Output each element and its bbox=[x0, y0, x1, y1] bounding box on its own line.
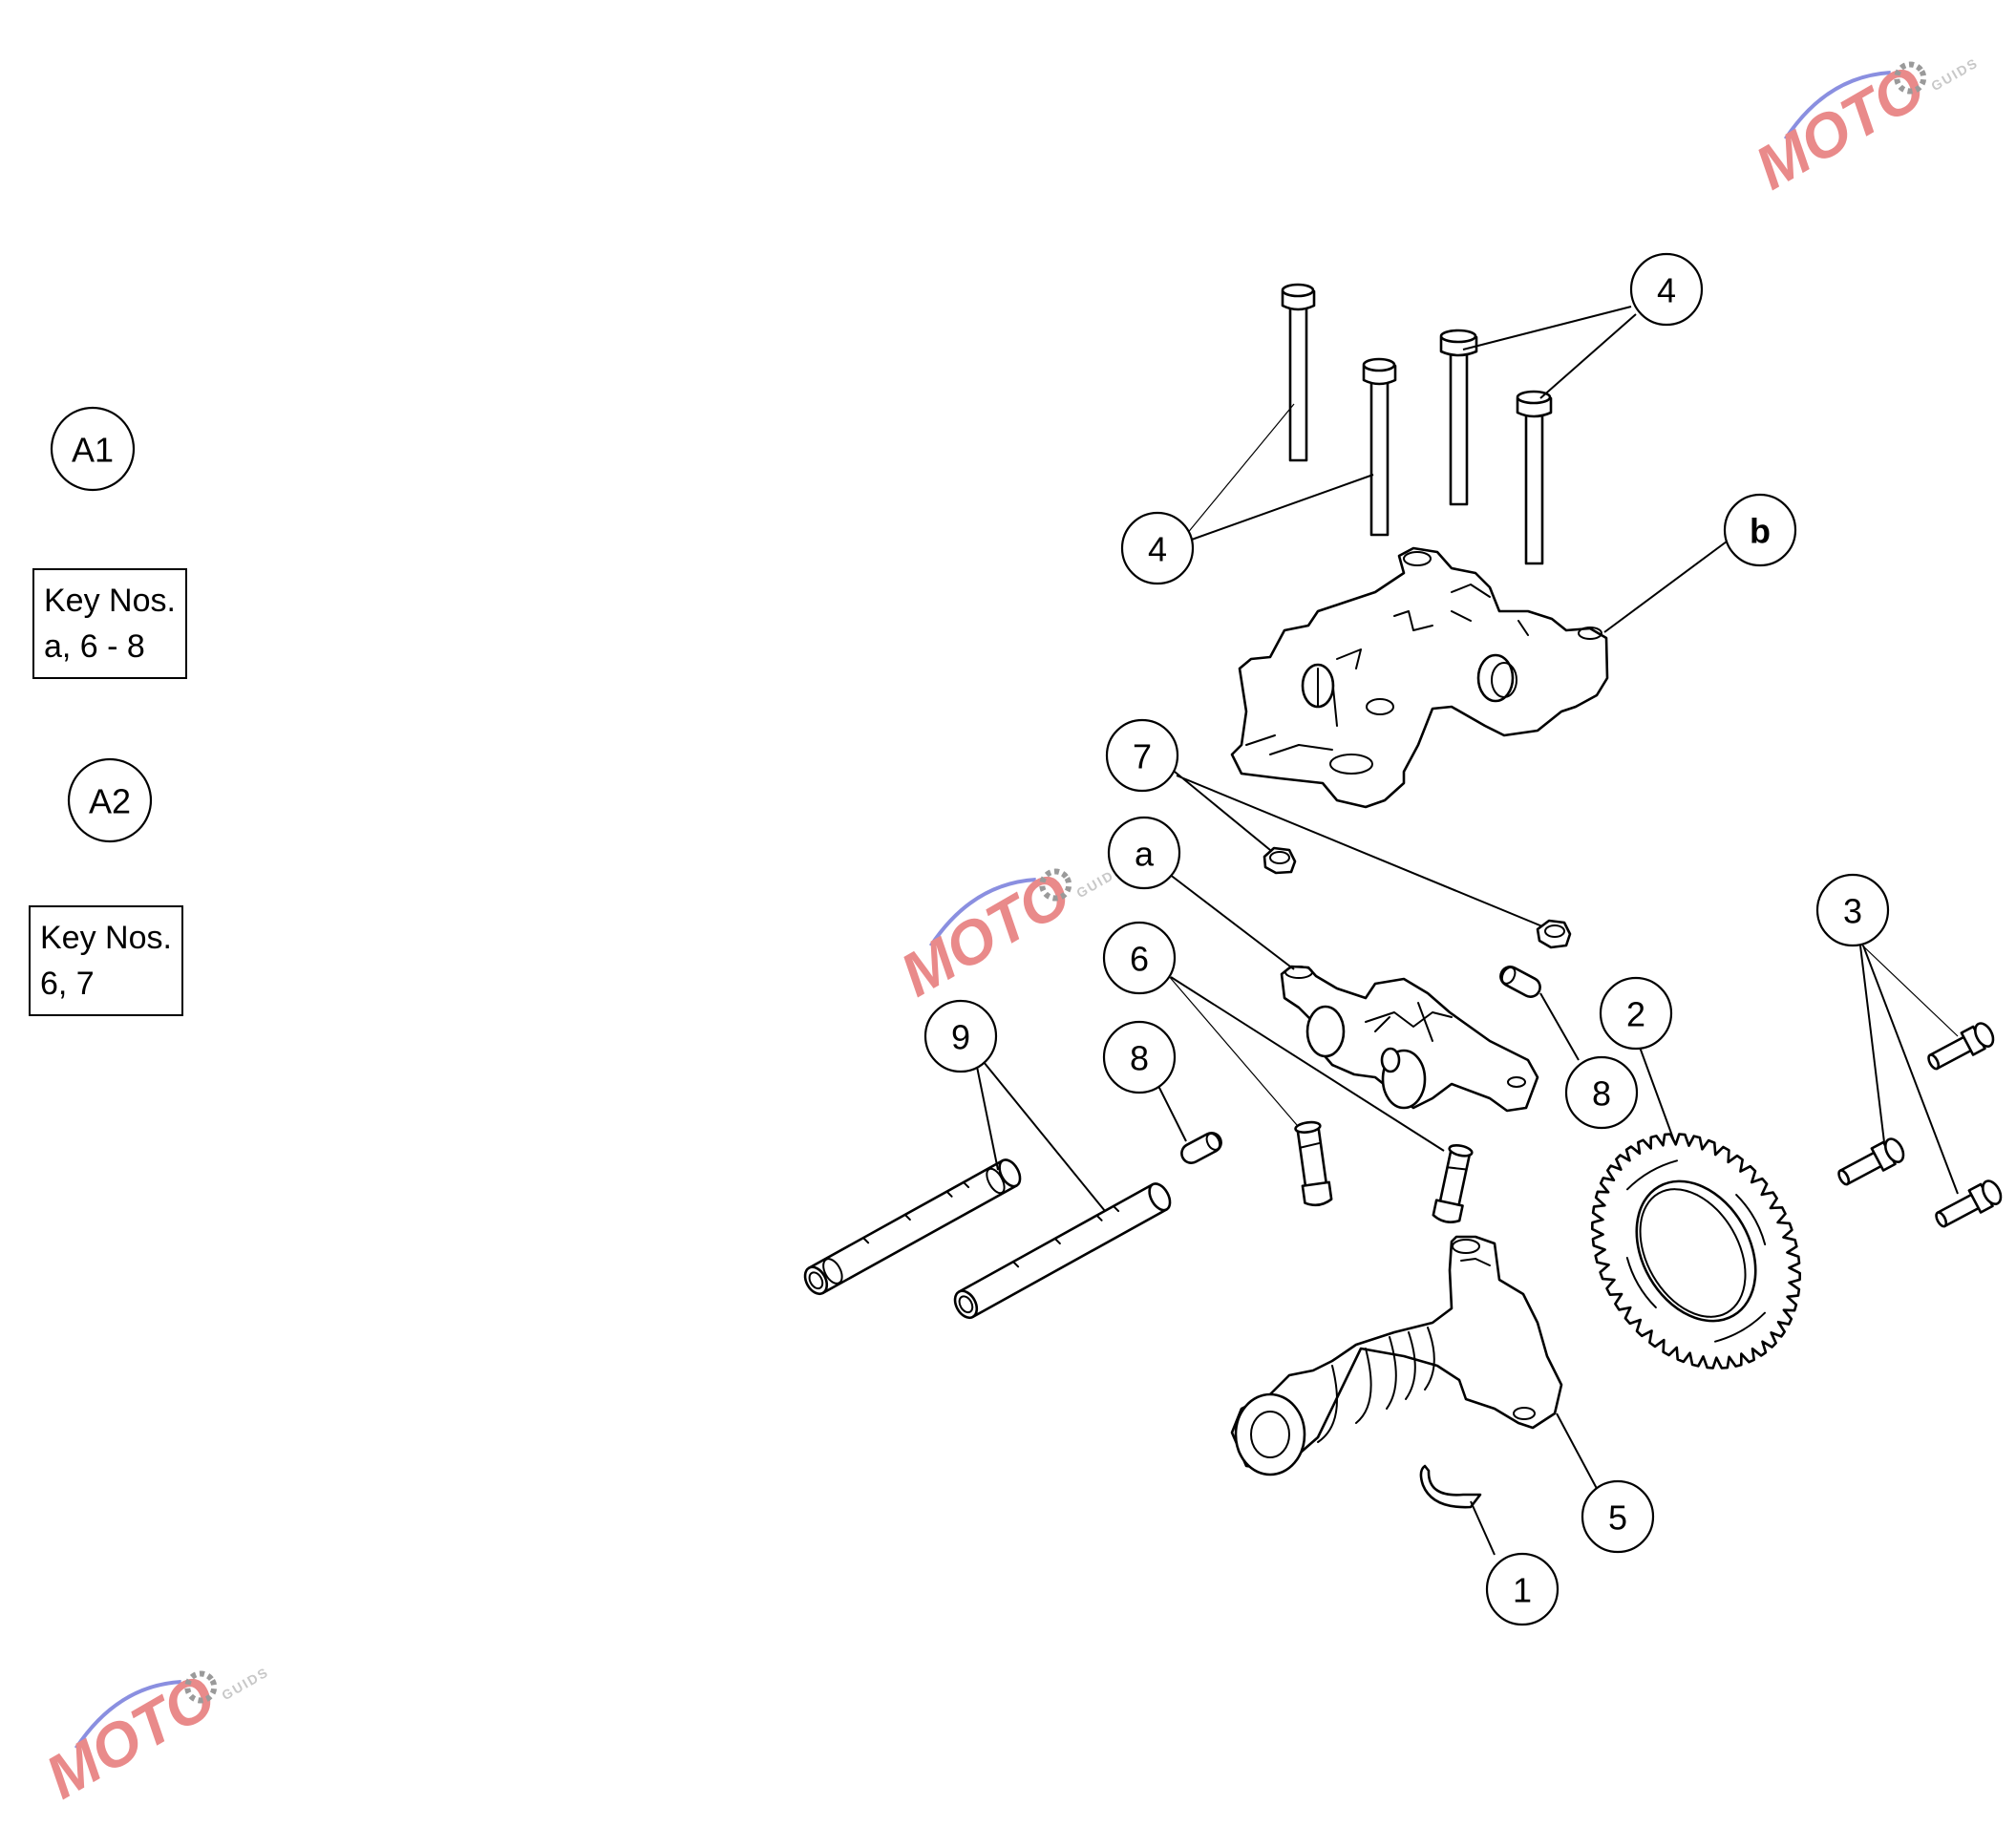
rocker-shaft-1 bbox=[803, 1158, 1022, 1296]
callout-1-text: 1 bbox=[1513, 1571, 1532, 1610]
watermark-logo-center: MOTO GUIDS bbox=[889, 859, 1126, 1009]
callout-5: 5 bbox=[1581, 1479, 1655, 1554]
callout-6: 6 bbox=[1102, 921, 1177, 995]
circlip bbox=[1419, 1464, 1482, 1509]
callout-4-left: 4 bbox=[1120, 511, 1195, 585]
key-box-a1-line2: a, 6 - 8 bbox=[44, 628, 145, 665]
callout-7-text: 7 bbox=[1133, 737, 1152, 776]
key-box-a2-line1: Key Nos. bbox=[40, 920, 172, 956]
nut-2 bbox=[1536, 919, 1572, 949]
pivot-pin-2 bbox=[1432, 1143, 1474, 1223]
rocker-arm bbox=[1280, 965, 1539, 1113]
callout-2-text: 2 bbox=[1626, 995, 1645, 1034]
watermark-logo-text: MOTO bbox=[1744, 52, 1936, 202]
watermark-sub-text: GUIDS bbox=[1928, 54, 1981, 94]
callout-9-text: 9 bbox=[951, 1018, 970, 1057]
callout-8-right-text: 8 bbox=[1592, 1074, 1611, 1114]
callout-8-left-text: 8 bbox=[1130, 1039, 1149, 1078]
callout-3: 3 bbox=[1815, 873, 1890, 947]
gear-bolt-2 bbox=[1837, 1137, 1905, 1186]
long-bolt-1 bbox=[1281, 283, 1316, 462]
assembly-label-a2-wrap: A2 bbox=[67, 757, 153, 843]
long-bolt-4 bbox=[1516, 390, 1553, 565]
gear-bolt-3 bbox=[1935, 1179, 2003, 1228]
gear-bolts bbox=[1837, 1022, 2003, 1228]
watermark-sub-text: GUIDS bbox=[219, 1664, 271, 1703]
assembly-label-a2: A2 bbox=[67, 757, 153, 843]
rocker-shafts bbox=[803, 1158, 1172, 1320]
assembly-label-a1-text: A1 bbox=[72, 431, 114, 470]
leader-lines bbox=[975, 306, 1959, 1556]
rocker-shaft-2 bbox=[953, 1182, 1172, 1320]
watermark-logo-text: MOTO bbox=[34, 1661, 226, 1812]
watermark-logo-top-right: MOTO GUIDS bbox=[1744, 52, 1981, 202]
nut-1 bbox=[1263, 846, 1297, 875]
cam-carrier bbox=[1230, 546, 1609, 809]
key-box-a2-line2: 6, 7 bbox=[40, 966, 95, 1002]
callout-4-top-text: 4 bbox=[1657, 271, 1676, 310]
callout-8-left: 8 bbox=[1102, 1020, 1177, 1094]
watermark-logo-text: MOTO bbox=[889, 859, 1081, 1009]
callout-8-right: 8 bbox=[1564, 1055, 1639, 1130]
callout-a: a bbox=[1107, 816, 1181, 890]
watermark-logo-bottom-left: MOTO GUIDS bbox=[34, 1661, 271, 1812]
callout-b: b bbox=[1723, 493, 1797, 567]
assembly-label-a1: A1 bbox=[50, 406, 136, 492]
callout-3-text: 3 bbox=[1843, 892, 1862, 931]
callout-6-text: 6 bbox=[1130, 940, 1149, 979]
gear-bolt-1 bbox=[1927, 1022, 1995, 1071]
callout-4-left-text: 4 bbox=[1148, 530, 1167, 569]
pivot-pin-1 bbox=[1294, 1120, 1333, 1207]
pivot-pins bbox=[1294, 1120, 1474, 1223]
key-box-a1-line1: Key Nos. bbox=[44, 583, 176, 619]
long-bolt-2 bbox=[1362, 357, 1397, 537]
long-bolt-3 bbox=[1439, 329, 1478, 506]
dowels bbox=[1180, 966, 1541, 1164]
camshaft bbox=[1230, 1235, 1563, 1476]
callout-a-text: a bbox=[1135, 835, 1155, 874]
long-bolts bbox=[1281, 283, 1553, 565]
callout-5-text: 5 bbox=[1608, 1498, 1627, 1538]
assembly-label-a1-wrap: A1 bbox=[50, 406, 136, 492]
callout-4-top: 4 bbox=[1629, 252, 1704, 327]
callout-9: 9 bbox=[923, 999, 998, 1073]
assembly-label-a2-text: A2 bbox=[89, 782, 131, 821]
dowel-2 bbox=[1180, 1132, 1222, 1164]
key-box-a2: Key Nos. 6, 7 bbox=[29, 905, 183, 1016]
callout-2: 2 bbox=[1599, 976, 1673, 1051]
nuts bbox=[1263, 846, 1572, 949]
callout-b-text: b bbox=[1750, 512, 1771, 551]
cam-gear bbox=[1591, 1133, 1801, 1370]
callout-1: 1 bbox=[1485, 1552, 1560, 1626]
key-box-a1: Key Nos. a, 6 - 8 bbox=[32, 568, 187, 679]
dowel-1 bbox=[1499, 966, 1541, 998]
callout-7: 7 bbox=[1105, 718, 1179, 793]
